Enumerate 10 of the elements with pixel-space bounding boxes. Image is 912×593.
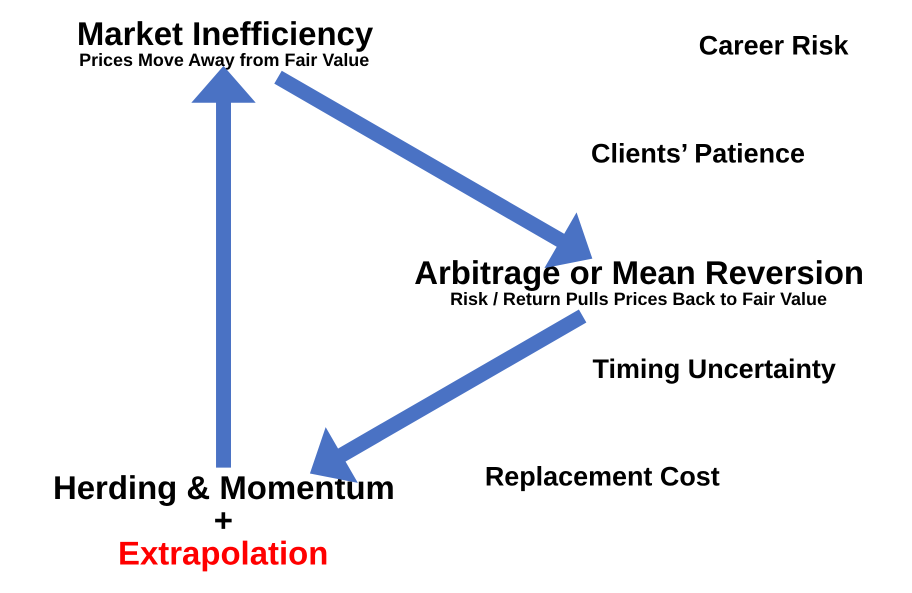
label: Career Risk	[698, 30, 848, 61]
label: Timing Uncertainty	[592, 354, 836, 384]
node-text: Market Inefficiency Prices Move Away from Fair Value	[76, 15, 373, 70]
label: Replacement Cost	[484, 462, 720, 492]
arrow	[190, 66, 256, 468]
node-text: Herding & Momentum + Extrapolation	[52, 468, 394, 572]
arrow	[309, 310, 586, 483]
label: Clients’ Patience	[590, 138, 805, 168]
node-text: Arbitrage or Mean Reversion Risk / Return Pulls Prices Back to Fair Value	[414, 254, 864, 309]
arrow	[274, 70, 592, 268]
